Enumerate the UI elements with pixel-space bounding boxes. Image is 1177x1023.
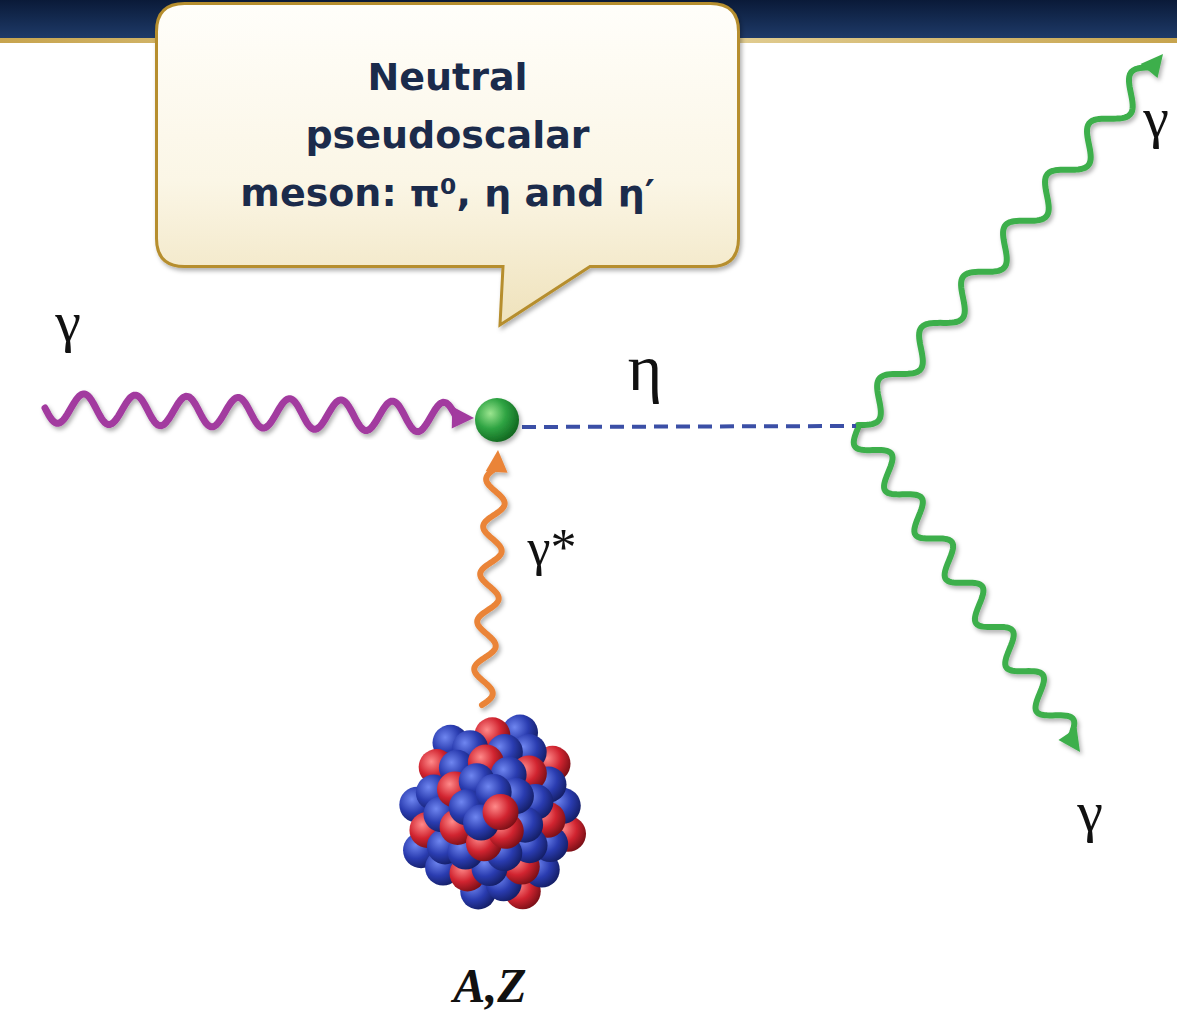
virtual-photon-label: γ* xyxy=(528,522,577,574)
virtual-photon xyxy=(474,450,507,705)
outgoing-photon xyxy=(854,428,1080,752)
incoming-photon xyxy=(45,394,474,432)
vertex-dot xyxy=(475,398,519,442)
meson-line xyxy=(522,426,856,427)
arrow-head xyxy=(1058,728,1080,752)
callout-outline xyxy=(157,4,739,326)
nucleus-label: A,Z xyxy=(453,962,526,1010)
meson-label: η xyxy=(628,335,663,401)
outgoing-photon xyxy=(858,54,1163,425)
photon-label: γ xyxy=(1143,89,1169,147)
outgoing-photon xyxy=(858,68,1152,425)
nucleus xyxy=(399,715,586,910)
nucleon xyxy=(483,794,519,830)
photon-label: γ xyxy=(55,293,81,351)
outgoing-photon xyxy=(854,428,1075,737)
virtual-photon xyxy=(474,468,504,705)
photon-label: γ xyxy=(1077,783,1103,841)
arrow-head xyxy=(1141,54,1163,78)
callout-box: Neutral pseudoscalar meson: π⁰, η and η′ xyxy=(155,2,740,268)
arrow-head xyxy=(486,450,508,473)
incoming-photon xyxy=(45,394,456,432)
arrow-head xyxy=(452,406,474,428)
callout-text: Neutral pseudoscalar meson: π⁰, η and η′ xyxy=(223,48,673,222)
